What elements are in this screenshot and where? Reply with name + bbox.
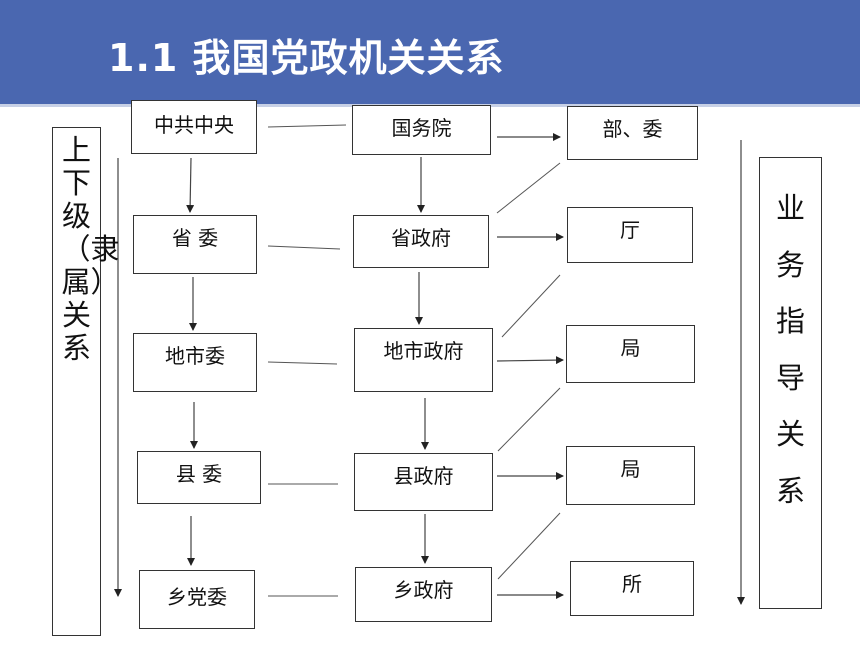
department-node-label: 所 <box>622 572 642 596</box>
party-node: 县 委 <box>137 451 261 504</box>
department-node: 局 <box>566 446 695 505</box>
government-node-label: 地市政府 <box>383 339 464 363</box>
party-node: 乡党委 <box>139 570 255 629</box>
party-government-link <box>267 245 341 250</box>
government-node: 国务院 <box>352 105 491 155</box>
guidance-diagonal <box>496 162 561 214</box>
government-node-label: 国务院 <box>391 116 452 140</box>
department-node: 所 <box>570 561 694 616</box>
page-title: 1.1 我国党政机关关系 <box>108 36 505 80</box>
government-department-arrow <box>496 356 564 365</box>
government-node: 地市政府 <box>354 328 493 392</box>
guidance-diagonal <box>501 274 561 338</box>
guidance-relation-text: 业务指导关系 <box>775 191 805 508</box>
party-arrow <box>186 157 195 213</box>
party-node-label: 县 委 <box>175 462 223 486</box>
department-node: 局 <box>566 325 695 383</box>
hierarchy-relation-text: 上下级（隶属）关系 <box>61 133 120 366</box>
government-node: 县政府 <box>354 453 493 511</box>
department-node-label: 局 <box>620 457 641 481</box>
government-node-label: 县政府 <box>393 464 454 488</box>
party-node-label: 乡党委 <box>167 585 227 609</box>
party-node: 中共中央 <box>131 100 257 154</box>
party-node-label: 中共中央 <box>154 113 234 137</box>
government-node-label: 乡政府 <box>393 578 454 602</box>
guidance-relation-label: 业务指导关系 <box>759 157 822 609</box>
government-node: 乡政府 <box>355 567 492 622</box>
government-node-label: 省政府 <box>391 226 451 250</box>
department-node: 厅 <box>567 207 693 263</box>
party-node: 省 委 <box>133 215 257 274</box>
party-node: 地市委 <box>133 333 257 392</box>
department-node-label: 局 <box>620 336 641 360</box>
title-bar <box>0 0 860 104</box>
hierarchy-relation-label: 上下级（隶属）关系 <box>52 127 120 636</box>
party-government-link <box>267 361 338 365</box>
party-node-label: 省 委 <box>171 226 219 250</box>
party-government-link <box>267 124 347 128</box>
guidance-diagonal <box>497 512 561 580</box>
party-node-label: 地市委 <box>165 344 225 368</box>
guidance-diagonal <box>497 387 561 452</box>
department-node-label: 部、委 <box>602 117 663 141</box>
government-node: 省政府 <box>353 215 489 268</box>
department-node: 部、委 <box>567 106 698 160</box>
department-node-label: 厅 <box>620 218 640 242</box>
